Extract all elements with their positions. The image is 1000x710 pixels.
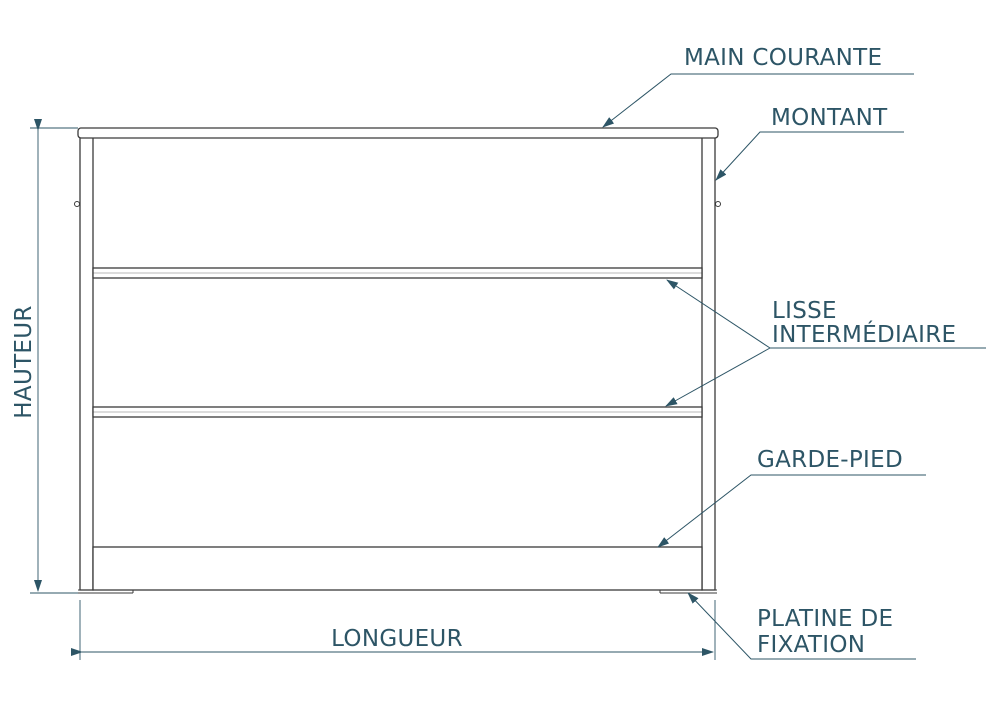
right-bolt: [715, 201, 721, 207]
hauteur-label: HAUTEUR: [11, 305, 37, 418]
left-bolt: [74, 201, 80, 207]
lisse-label-line2: INTERMÉDIAIRE: [772, 320, 956, 348]
dimension-hauteur: HAUTEUR: [11, 119, 78, 594]
montant-label: MONTANT: [771, 105, 888, 131]
callout-montant: MONTANT: [715, 105, 904, 181]
callout-platine-de-fixation: PLATINE DE FIXATION: [687, 592, 916, 660]
main-courante-label: MAIN COURANTE: [684, 45, 882, 71]
intermediate-rail-lower: [92, 406, 703, 418]
callout-garde-pied: GARDE-PIED: [657, 447, 926, 548]
dimension-longueur: LONGUEUR: [71, 600, 716, 660]
right-post: [701, 136, 716, 591]
platine-label-line2: FIXATION: [757, 632, 865, 658]
callout-main-courante: MAIN COURANTE: [602, 45, 914, 128]
left-post: [79, 136, 94, 591]
callout-lisse-intermediaire: LISSE INTERMÉDIAIRE: [665, 279, 986, 407]
garde-pied-label: GARDE-PIED: [757, 447, 903, 473]
railing-drawing: [74, 127, 721, 594]
intermediate-rail-upper: [92, 267, 703, 279]
handrail: [77, 127, 719, 139]
toe-board: [92, 546, 703, 591]
lisse-label-line1: LISSE: [772, 298, 837, 324]
platine-label-line1: PLATINE DE: [757, 606, 893, 632]
longueur-label: LONGUEUR: [331, 626, 463, 652]
